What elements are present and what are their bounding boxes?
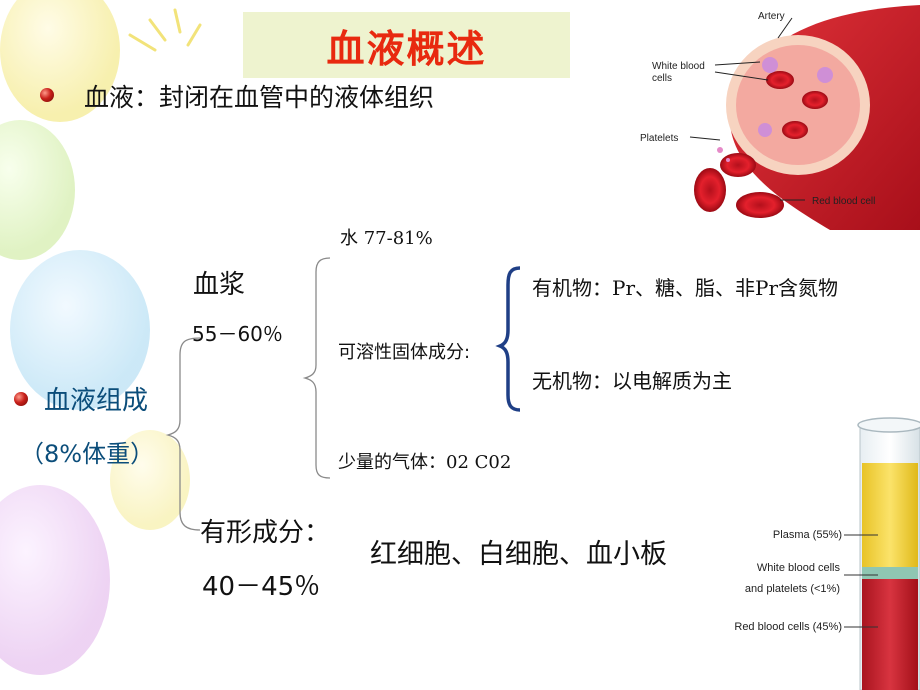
plasma-layer — [862, 463, 918, 567]
label-red-cell: Red blood cell — [812, 196, 875, 207]
formed-label: 有形成分： — [200, 518, 331, 548]
tube-rim — [857, 417, 920, 433]
red-cell-layer — [862, 579, 918, 690]
inorganic-text: 无机物：以电解质为主 — [532, 369, 732, 393]
red-cell — [766, 71, 794, 89]
white-cell — [762, 57, 778, 73]
white-cell — [758, 123, 772, 137]
balloon-green — [0, 120, 75, 260]
label-buffy-line1: White blood cells — [757, 562, 841, 574]
plasma-brace — [302, 257, 331, 479]
red-cell — [694, 168, 726, 212]
gas-text: 少量的气体：02 C02 — [338, 452, 512, 473]
buffy-coat-layer — [862, 567, 918, 579]
organic-text: 有机物：Pr、糖、脂、非Pr含氮物 — [532, 276, 839, 300]
plasma-percent: 55－60％ — [192, 322, 283, 346]
solids-brace — [495, 266, 521, 412]
red-cell — [736, 192, 784, 218]
page-title: 血液概述 — [326, 27, 487, 71]
label-wbc-line2: cells — [652, 73, 672, 84]
red-cell — [782, 121, 808, 139]
solids-text: 可溶性固体成分: — [338, 342, 471, 363]
platelet — [717, 147, 723, 153]
balloon-pink — [0, 485, 110, 675]
balloon-yellow — [0, 0, 120, 122]
label-buffy-line2: and platelets (<1%) — [745, 583, 840, 595]
composition-label: 血液组成 — [44, 386, 149, 416]
balloon-yellow-2 — [110, 430, 190, 530]
label-platelets: Platelets — [640, 133, 678, 144]
white-cell — [817, 67, 833, 83]
water-text: 水 77-81% — [340, 228, 433, 249]
label-artery: Artery — [758, 11, 785, 22]
label-plasma: Plasma (55%) — [773, 529, 842, 541]
title-background — [243, 12, 570, 78]
red-cell — [802, 91, 828, 109]
bullet-icon — [40, 88, 54, 102]
balloon-blue — [10, 250, 150, 410]
label-rbc: Red blood cells (45%) — [734, 621, 842, 633]
artery-illustration: Artery White blood cells Platelets Red b… — [640, 5, 920, 230]
platelet — [726, 158, 730, 162]
main-brace — [165, 337, 201, 531]
formed-percent: 40－45％ — [202, 572, 321, 602]
sun-rays — [128, 8, 202, 52]
formed-items: 红细胞、白细胞、血小板 — [370, 539, 667, 570]
definition-text: 血液：封闭在血管中的液体组织 — [84, 83, 435, 112]
bullet-icon — [14, 392, 28, 406]
plasma-label: 血浆 — [193, 270, 246, 300]
label-wbc-line1: White blood — [652, 61, 705, 72]
test-tube-illustration: Plasma (55%) White blood cells and plate… — [734, 417, 920, 690]
weight-text: （8%体重） — [20, 440, 155, 468]
